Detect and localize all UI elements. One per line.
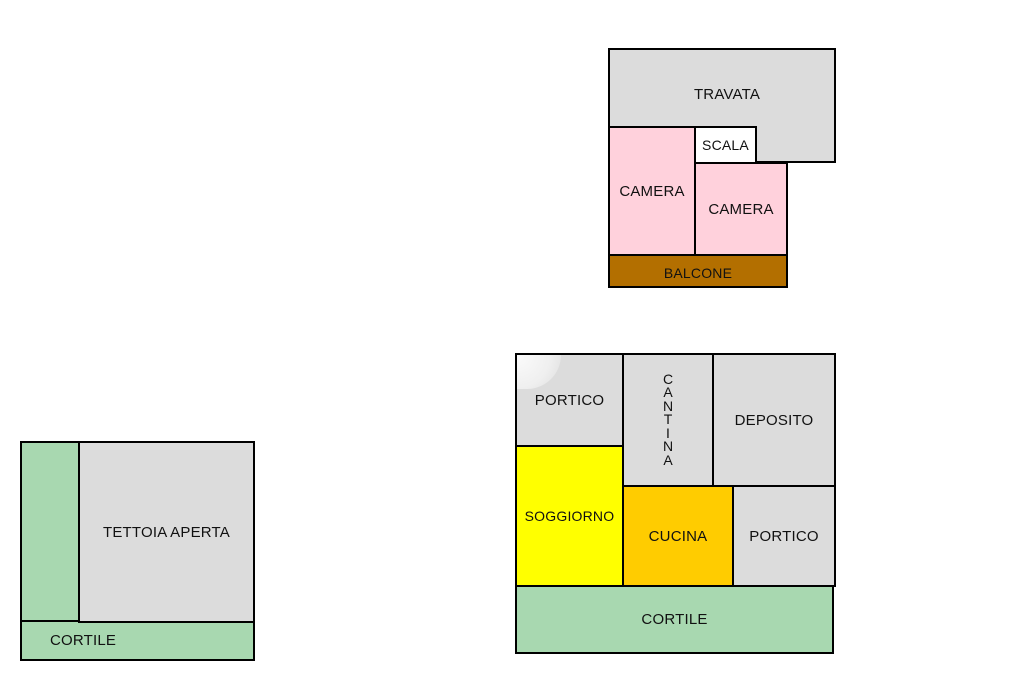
room-portico-top: PORTICO — [515, 353, 624, 447]
cantina-letter: N — [662, 397, 674, 414]
room-tettoia-aperta: TETTOIA APERTA — [78, 441, 255, 623]
cantina-letter: C — [662, 370, 674, 387]
room-label: TETTOIA APERTA — [102, 523, 230, 541]
room-label: CAMERA — [619, 182, 685, 200]
room-label: BALCONE — [663, 265, 733, 281]
room-label: SCALA — [702, 137, 749, 153]
cantina-letter: A — [663, 384, 673, 401]
cantina-letter: T — [663, 411, 673, 428]
room-cortile: CORTILE — [515, 585, 834, 654]
room-camera-right: CAMERA — [694, 162, 788, 256]
cantina-letter: A — [663, 451, 673, 468]
room-cortile-annex: CORTILE — [20, 620, 255, 661]
room-camera-left: CAMERA — [608, 126, 696, 256]
room-label: DEPOSITO — [734, 411, 814, 429]
cantina-letter: I — [666, 424, 670, 441]
room-label: CORTILE — [50, 632, 117, 649]
room-label: CORTILE — [641, 611, 708, 628]
room-cucina: CUCINA — [622, 485, 734, 587]
room-balcone: BALCONE — [608, 254, 788, 288]
room-soggiorno: SOGGIORNO — [515, 445, 624, 587]
room-label: PORTICO — [749, 527, 819, 545]
room-scala: SCALA — [694, 126, 757, 164]
room-deposito: DEPOSITO — [712, 353, 836, 487]
room-portico-right: PORTICO — [732, 485, 836, 587]
room-label: PORTICO — [534, 391, 605, 409]
room-label: CUCINA — [648, 527, 708, 545]
cantina-letter: N — [662, 438, 674, 455]
room-label: CAMERA — [708, 200, 774, 218]
room-label: TRAVATA — [693, 86, 761, 103]
room-label: SOGGIORNO — [524, 508, 615, 524]
